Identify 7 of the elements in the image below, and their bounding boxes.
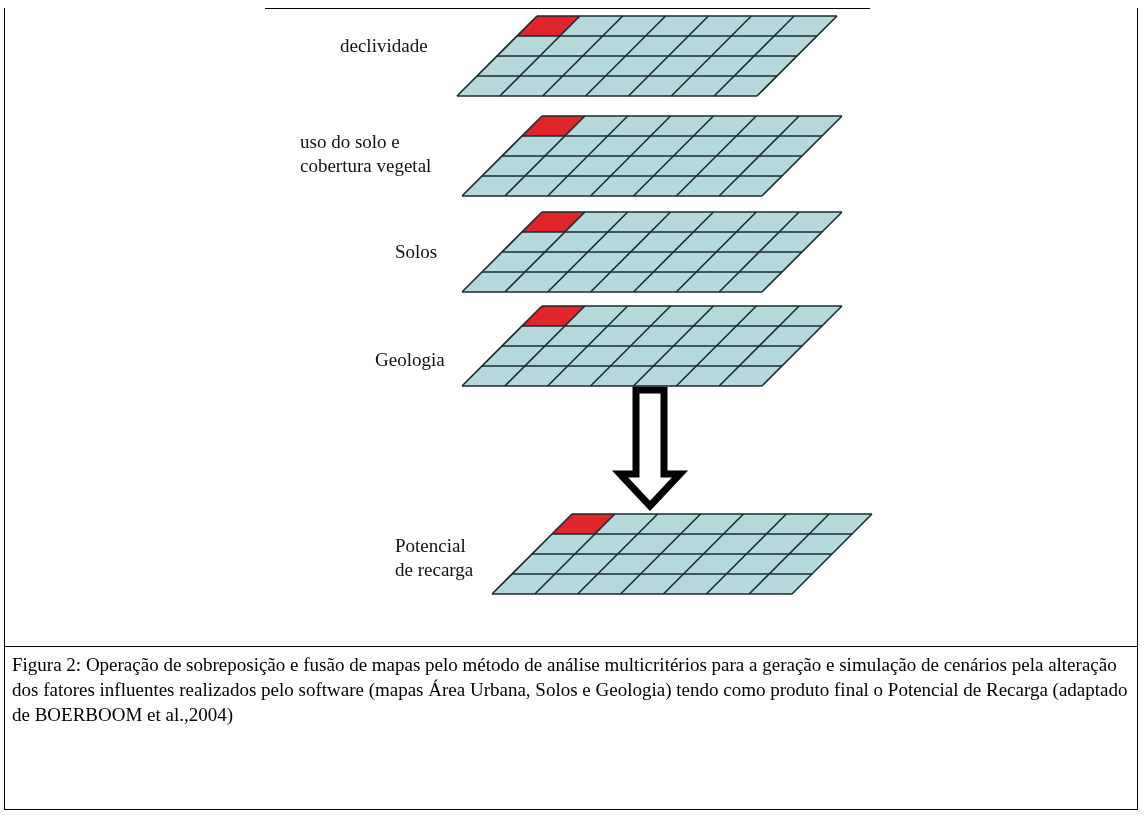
figure-caption: Figura 2: Operação de sobreposição e fusão de mapas pelo método de análise multicritérios para a geração e simulação de cenários pela alteração dos fatores influentes realizados pelo software (mapas Área Urbana, Solos e Geologia) tendo como produto final o Potencial de Recarga (adaptado de BOERBOOM et al.,2004) bbox=[12, 653, 1129, 727]
layer-label: Geologia bbox=[375, 348, 446, 372]
layer-label: Potencial de recarga bbox=[395, 534, 475, 582]
layer-label: declividade bbox=[340, 34, 429, 58]
block-arrow bbox=[611, 386, 689, 512]
layer-label: Solos bbox=[395, 240, 439, 264]
layer-label: uso do solo e cobertura vegetal bbox=[300, 130, 433, 178]
